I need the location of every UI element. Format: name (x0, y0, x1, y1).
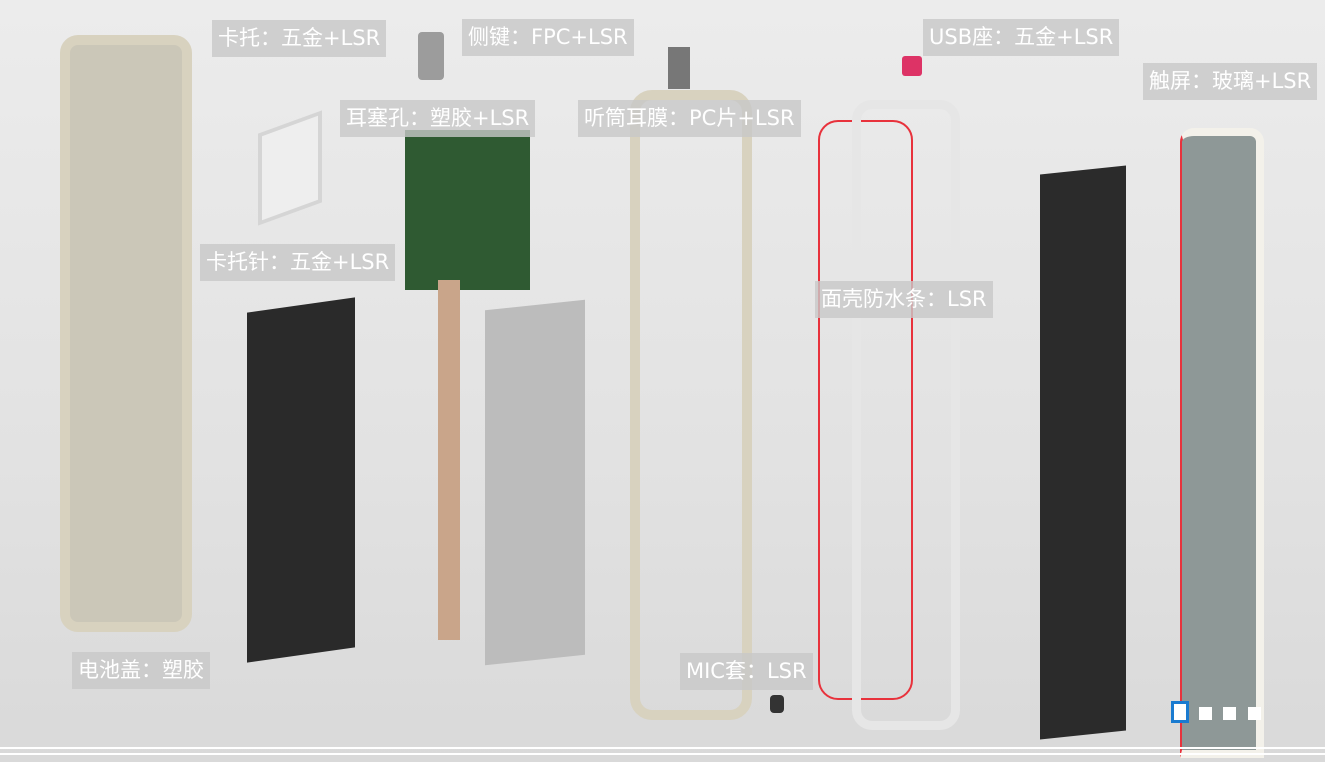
card-tray-part (258, 110, 322, 226)
mic-sleeve-part (770, 695, 784, 713)
label-card-tray: 卡托：五金+LSR (212, 20, 387, 57)
receiver-part (668, 47, 690, 89)
label-mic-sleeve: MIC套：LSR (680, 653, 813, 690)
usb-seat-part (902, 56, 922, 76)
middle-frame-part (630, 90, 752, 720)
carousel-dot-2[interactable] (1199, 707, 1212, 720)
label-receiver-membrane: 听筒耳膜：PC片+LSR (578, 100, 801, 137)
label-battery-cover: 电池盖：塑胶 (72, 652, 210, 689)
pcb-part (405, 130, 530, 290)
label-earphone-hole: 耳塞孔：塑胶+LSR (340, 100, 536, 137)
battery-part (247, 297, 355, 663)
carousel-dot-3[interactable] (1223, 707, 1236, 720)
label-usb-seat: USB座：五金+LSR (923, 19, 1120, 56)
fpc-part (438, 280, 460, 640)
battery-cover-part (60, 35, 192, 632)
carousel-dot-1[interactable] (1171, 701, 1189, 723)
side-key-part (418, 32, 444, 80)
divider-line (0, 747, 1325, 749)
divider-line (0, 753, 1325, 755)
label-card-pin: 卡托针：五金+LSR (200, 244, 396, 281)
label-side-key: 侧键：FPC+LSR (462, 19, 634, 56)
label-touch-screen: 触屏：玻璃+LSR (1143, 63, 1318, 100)
front-shell-part (852, 100, 960, 730)
label-face-shell-seal: 面壳防水条：LSR (815, 281, 993, 318)
carousel-dot-4[interactable] (1248, 707, 1261, 720)
touch-screen-part (1180, 128, 1264, 758)
face-shell-seal-part (818, 120, 913, 700)
shield-part (485, 299, 585, 666)
lcd-part (1040, 165, 1126, 740)
